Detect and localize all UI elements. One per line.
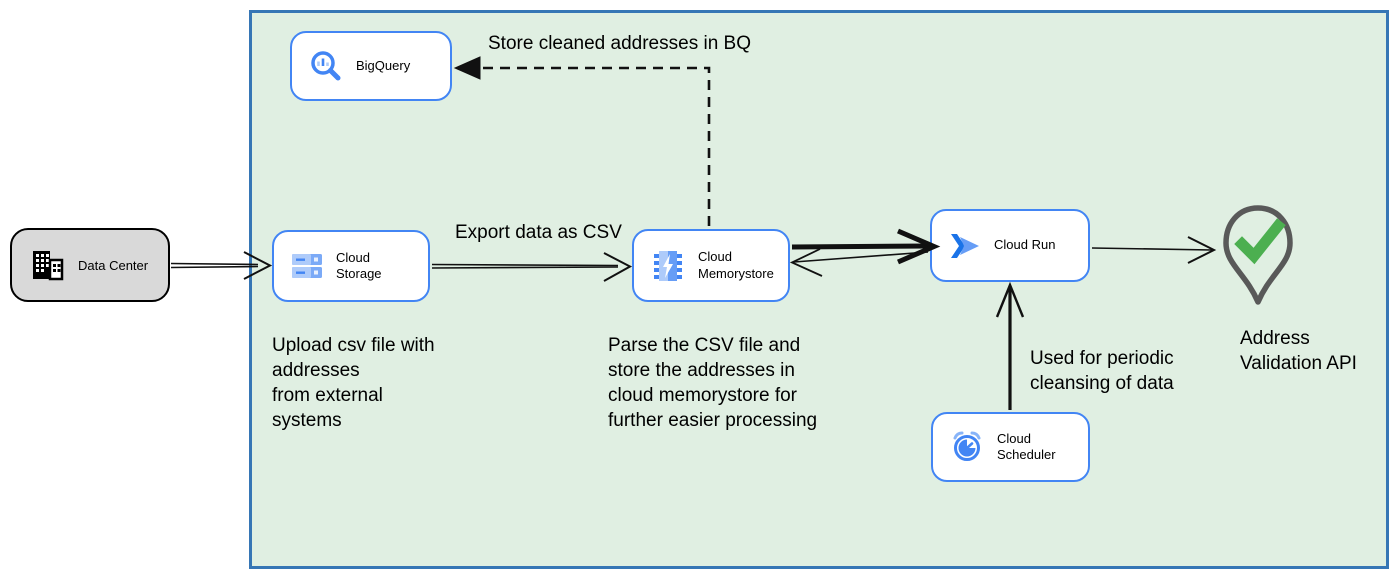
node-label: Cloud Memorystore bbox=[698, 249, 774, 281]
export-csv-annotation: Export data as CSV bbox=[455, 222, 622, 243]
gcp-zone bbox=[249, 10, 1389, 569]
node-label: Cloud Storage bbox=[336, 249, 382, 281]
cloud-storage-icon bbox=[292, 254, 322, 278]
node-label: BigQuery bbox=[356, 57, 411, 73]
address-validation-label: Address Validation API bbox=[1240, 328, 1357, 374]
node-label: Data Center bbox=[78, 257, 149, 273]
cloud-memorystore-icon bbox=[654, 250, 682, 281]
node-label: Cloud Scheduler bbox=[997, 430, 1056, 462]
bigquery-icon bbox=[311, 51, 341, 81]
node-label: Cloud Run bbox=[994, 237, 1056, 253]
cloud-run-icon bbox=[951, 233, 979, 258]
node-cloud-run[interactable]: Cloud Run bbox=[930, 209, 1090, 282]
node-cloud-memorystore[interactable]: Cloud Memorystore bbox=[632, 229, 790, 302]
periodic-note: Used for periodic cleansing of data bbox=[1030, 348, 1174, 394]
parse-note: Parse the CSV file and store the address… bbox=[608, 335, 818, 431]
node-bigquery[interactable]: BigQuery bbox=[290, 31, 452, 101]
data-center-icon bbox=[33, 251, 64, 281]
store-bq-annotation: Store cleaned addresses in BQ bbox=[488, 33, 751, 54]
cloud-scheduler-icon bbox=[953, 431, 981, 461]
node-data-center[interactable]: Data Center bbox=[10, 228, 170, 302]
node-cloud-storage[interactable]: Cloud Storage bbox=[272, 230, 430, 302]
upload-note: Upload csv file with addresses from exte… bbox=[272, 335, 435, 431]
node-cloud-scheduler[interactable]: Cloud Scheduler bbox=[931, 412, 1090, 482]
